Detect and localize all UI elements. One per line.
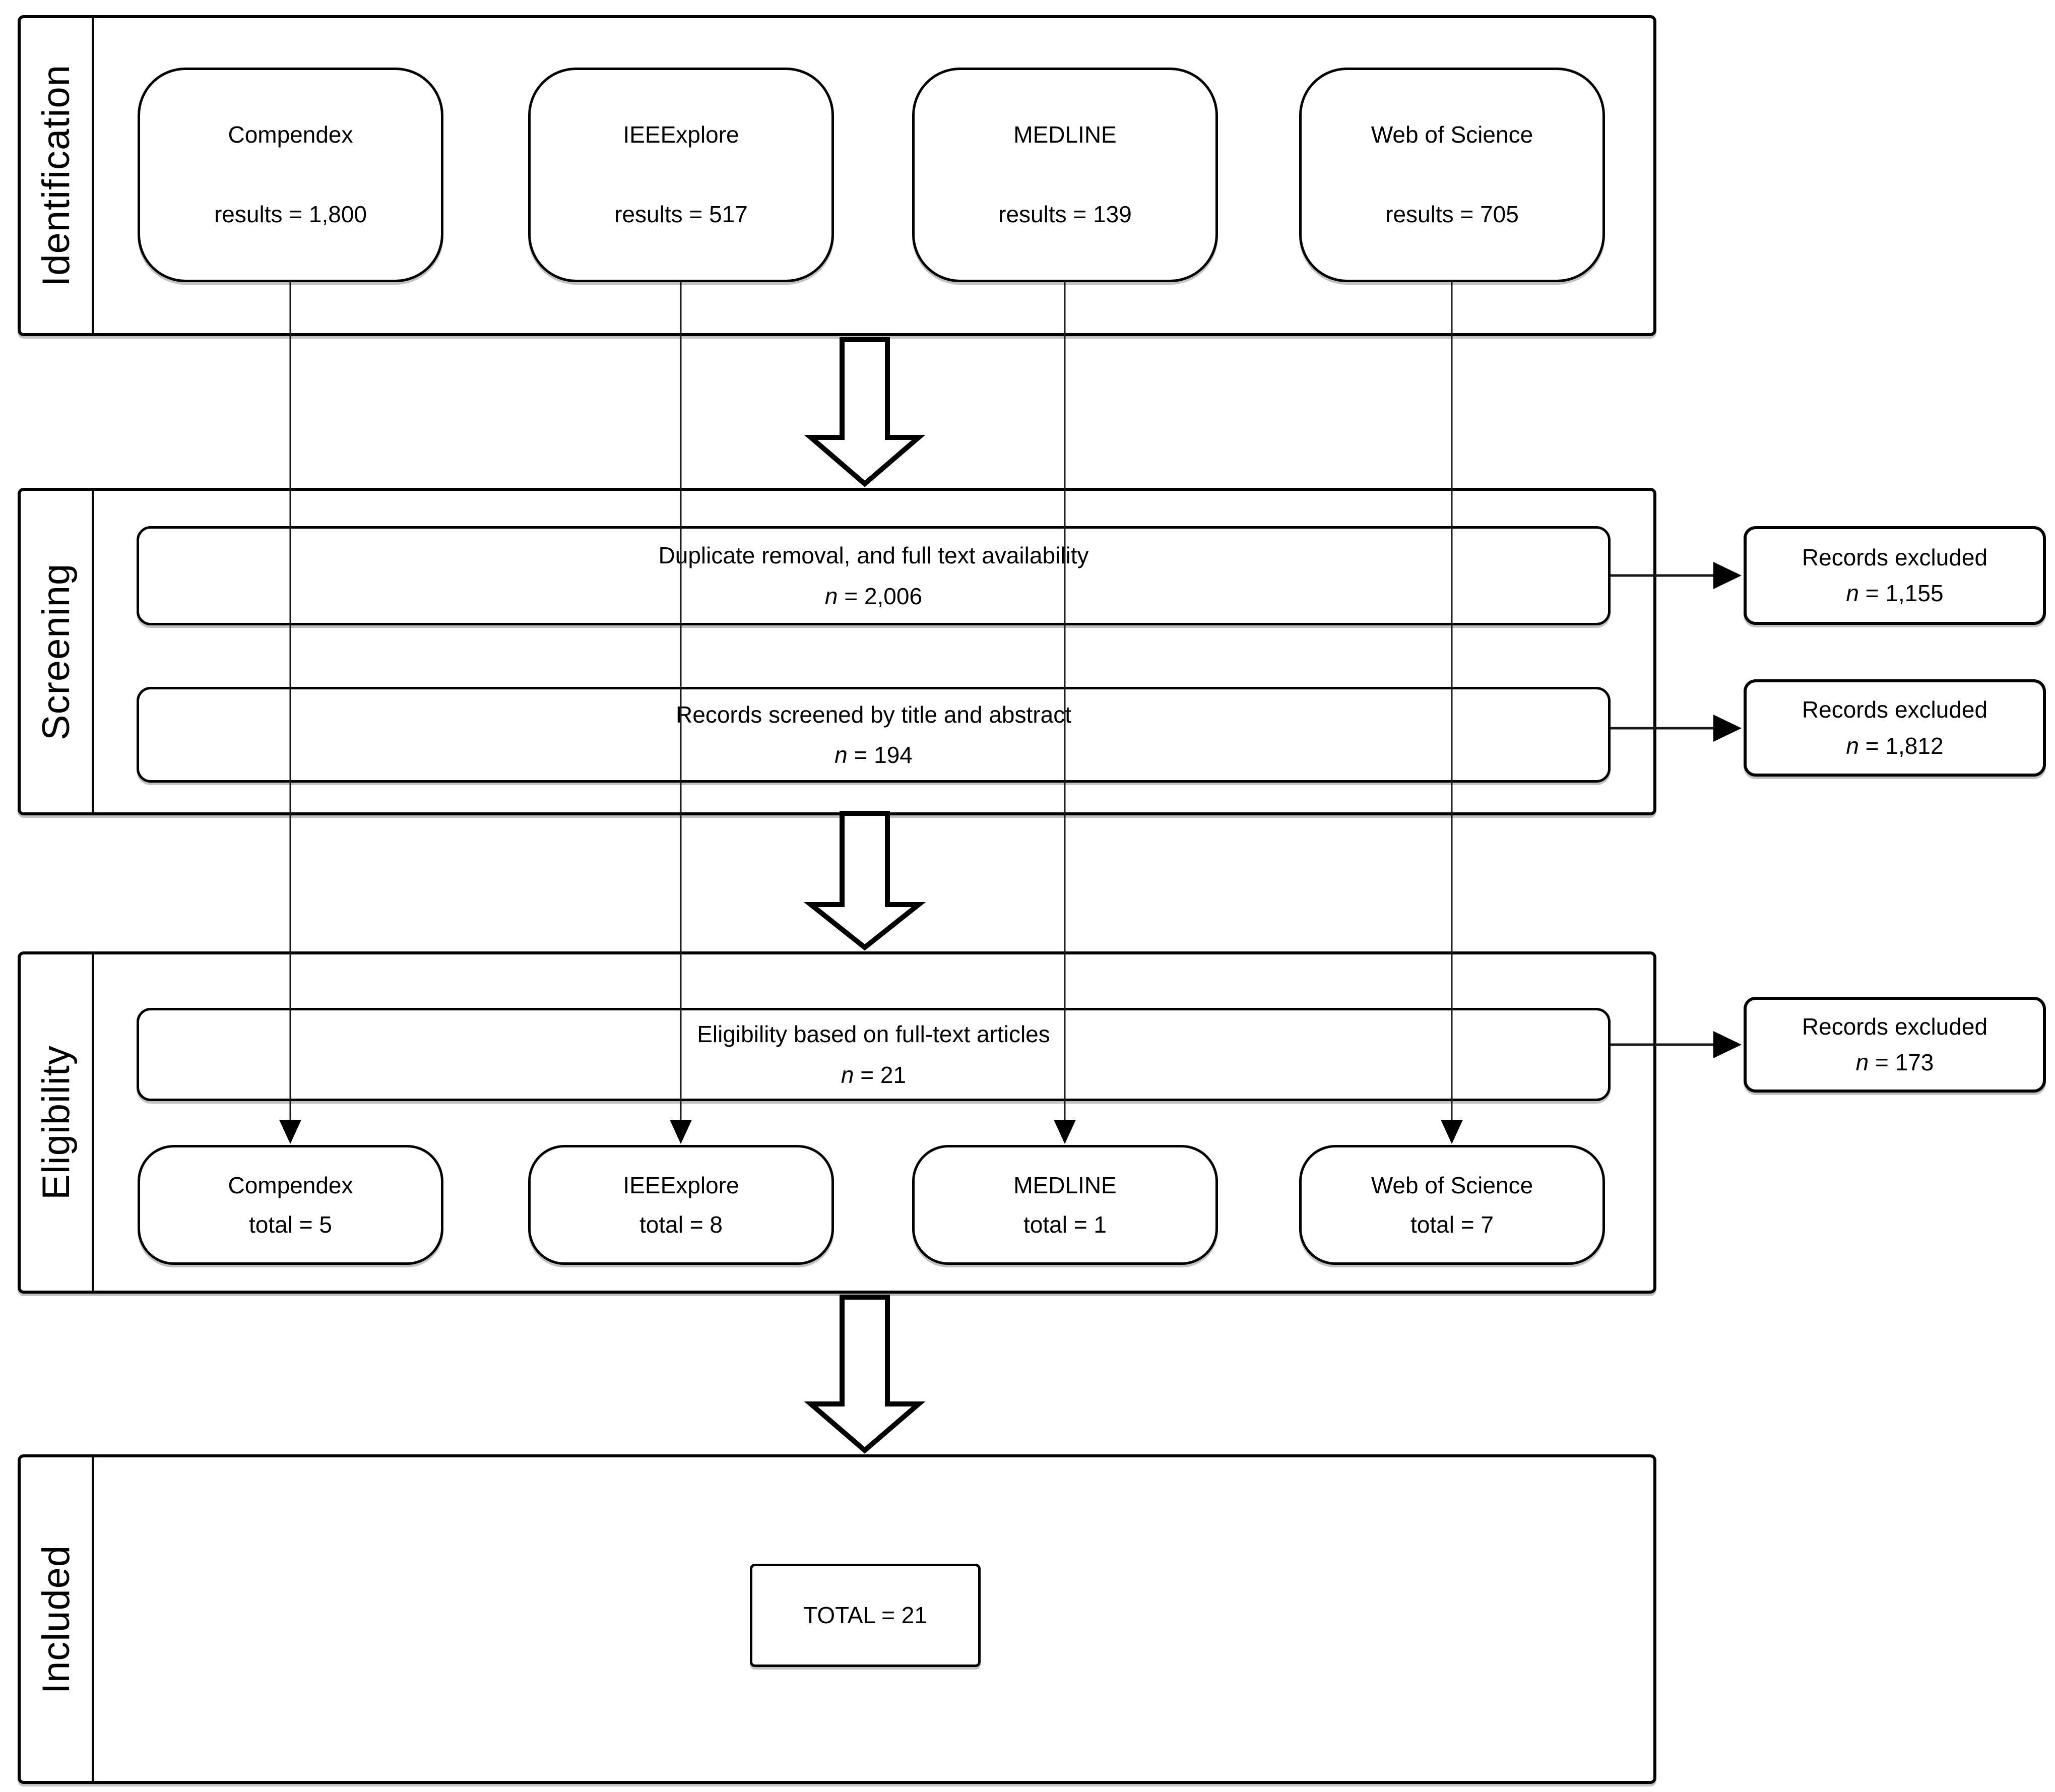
total-box-ieeexplore: IEEExplore total = 8 [528,1145,834,1265]
excluded-count: n = 1,812 [1846,732,1944,759]
total-box-compendex: Compendex total = 5 [138,1145,443,1265]
arrowhead-to-excluded-duplicates [1713,562,1742,589]
source-name: MEDLINE [1013,1172,1117,1198]
records-excluded-box-eligibility: Records excluded n = 173 [1744,997,2046,1093]
excluded-count: n = 173 [1855,1049,1934,1075]
step-box-eligibility: Eligibility based on full-text articles … [137,1008,1611,1101]
total-box-web-of-science: Web of Science total = 7 [1299,1145,1605,1265]
phase-label-identification: Identification [35,65,78,287]
step-title: Duplicate removal, and full text availab… [658,542,1089,568]
excluded-title: Records excluded [1802,544,1988,570]
total-box-medline: MEDLINE total = 1 [912,1145,1218,1265]
phase-label-eligibility: Eligibility [35,1045,78,1200]
source-box-medline: MEDLINE results = 139 [912,68,1218,282]
step-title: Eligibility based on full-text articles [697,1021,1050,1047]
source-results: results = 517 [614,201,748,228]
phase-strip-screening: Screening [21,491,92,812]
excluded-title: Records excluded [1802,696,1988,723]
source-box-web-of-science: Web of Science results = 705 [1299,68,1605,282]
included-total-box: TOTAL = 21 [750,1564,981,1667]
source-name: Web of Science [1371,121,1533,148]
phase-label-included: Included [35,1545,78,1694]
source-name: IEEExplore [623,1172,739,1198]
source-total: total = 7 [1410,1211,1494,1238]
step-title: Records screened by title and abstract [676,701,1071,728]
phase-label-screening: Screening [35,563,78,740]
arrowhead-to-excluded-eligibility [1713,1031,1742,1058]
flow-arrow-screening-to-eligibility [803,811,926,951]
step-count: n = 21 [841,1061,907,1088]
source-name: Web of Science [1371,1172,1533,1198]
source-name: Compendex [228,121,353,148]
source-name: MEDLINE [1013,121,1117,148]
excluded-count: n = 1,155 [1846,580,1944,606]
records-excluded-box-duplicates: Records excluded n = 1,155 [1744,526,2046,625]
source-box-ieeexplore: IEEExplore results = 517 [528,68,834,282]
excluded-title: Records excluded [1802,1013,1988,1040]
arrowhead-to-excluded-screening [1713,715,1742,742]
flow-arrow-eligibility-to-included [804,1295,926,1454]
phase-strip-included: Included [21,1457,92,1781]
step-box-records-screened: Records screened by title and abstract n… [137,687,1611,783]
source-results: results = 1,800 [214,201,367,228]
phase-divider-line [92,954,94,1291]
phase-strip-identification: Identification [21,18,92,333]
records-excluded-box-screening: Records excluded n = 1,812 [1744,679,2046,777]
source-results: results = 139 [998,201,1132,228]
source-results: results = 705 [1385,201,1519,228]
phase-divider-line [92,491,94,812]
source-total: total = 1 [1023,1211,1107,1238]
source-box-compendex: Compendex results = 1,800 [138,68,443,282]
phase-strip-eligibility: Eligibility [21,954,92,1291]
source-name: IEEExplore [623,121,739,148]
source-total: total = 5 [249,1211,332,1238]
phase-divider-line [92,18,94,333]
step-box-duplicate-removal: Duplicate removal, and full text availab… [137,526,1611,625]
included-total-label: TOTAL = 21 [803,1602,927,1628]
source-total: total = 8 [639,1211,723,1238]
step-count: n = 2,006 [824,583,923,609]
flow-arrow-identification-to-screening [804,337,926,487]
source-name: Compendex [228,1172,353,1198]
step-count: n = 194 [834,742,913,768]
phase-divider-line [92,1457,94,1781]
